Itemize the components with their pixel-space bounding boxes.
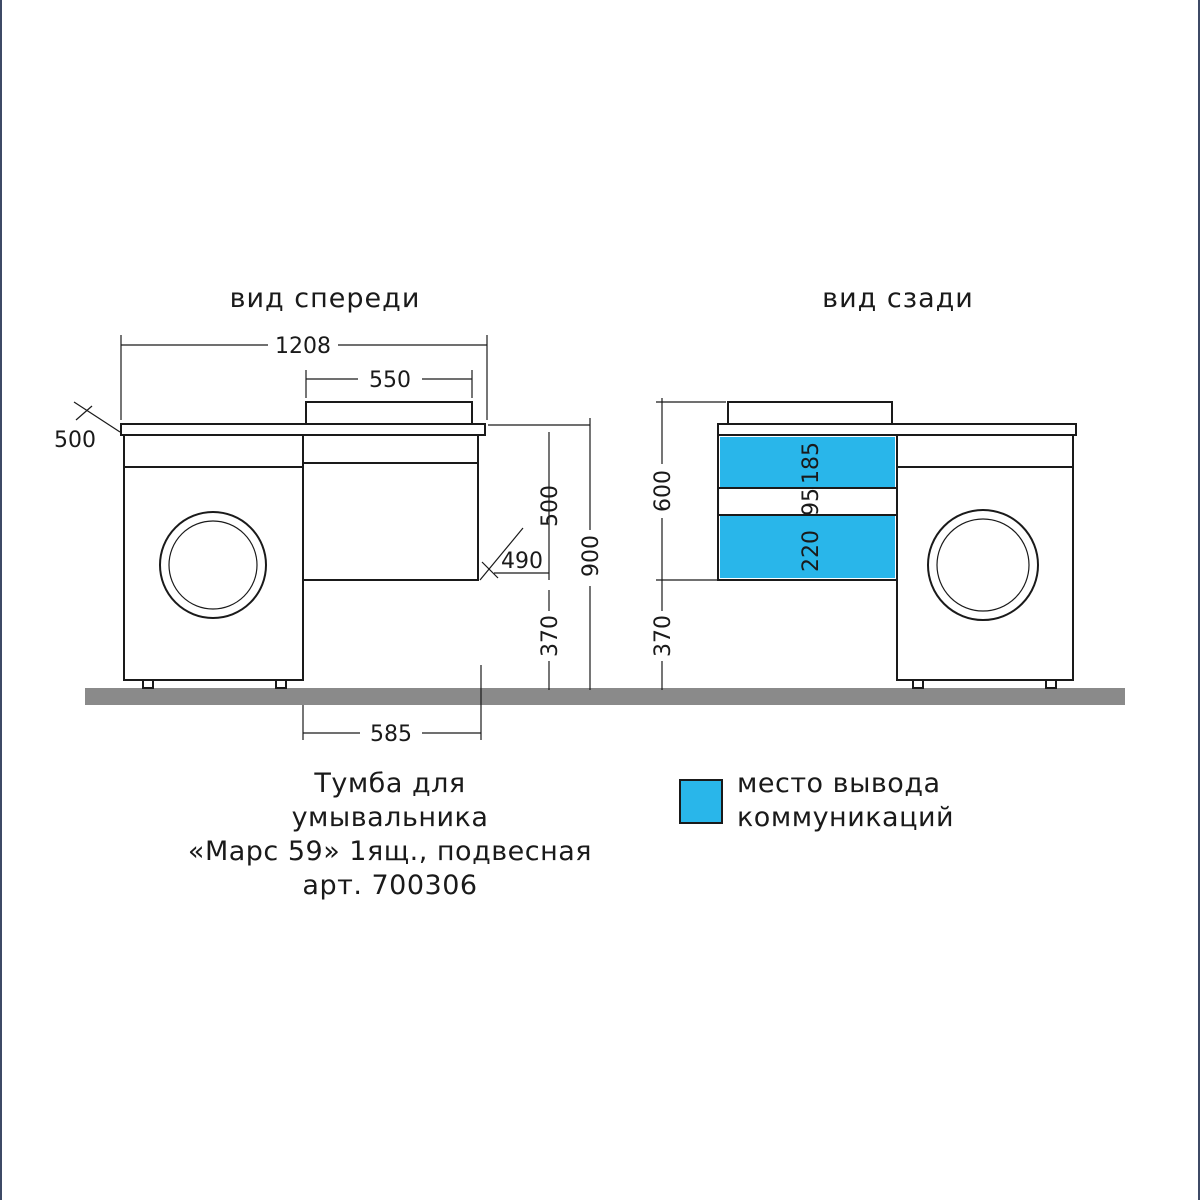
back-machine-foot-right: [1045, 679, 1057, 689]
front-machine-door-inner: [168, 520, 258, 610]
dim-label-1208: 1208: [275, 334, 331, 359]
dim-label-500-height: 500: [538, 485, 563, 527]
dim-line-500-depth: [73, 401, 121, 433]
back-washing-machine: [896, 434, 1074, 681]
front-machine-foot-right: [275, 679, 287, 689]
back-countertop: [717, 423, 1077, 436]
dim-label-585: 585: [370, 722, 412, 747]
back-zone-top-highlight: [720, 437, 895, 487]
dim-label-370-front: 370: [538, 615, 563, 657]
front-view-title: вид спереди: [230, 283, 421, 314]
front-washing-machine: [123, 434, 304, 681]
back-machine-door-outer: [927, 509, 1039, 621]
dim-label-185: 185: [799, 442, 824, 484]
back-machine-foot-left: [912, 679, 924, 689]
legend-swatch: [679, 779, 723, 824]
caption-line-1: Тумба для: [313, 768, 465, 799]
legend: место вывода коммуникаций: [679, 768, 954, 833]
dim-label-490-depth: 490: [501, 549, 543, 574]
caption-line-2: умывальника: [292, 802, 489, 833]
dim-label-550: 550: [369, 368, 411, 393]
product-caption: Тумба для умывальника «Марс 59» 1ящ., по…: [188, 768, 592, 901]
dim-line-490-depth: [479, 527, 524, 581]
caption-line-3: «Марс 59» 1ящ., подвесная: [188, 836, 592, 867]
caption-line-4: арт. 700306: [302, 870, 477, 901]
back-sink-top: [727, 401, 893, 425]
front-countertop: [120, 423, 486, 436]
dim-label-370-back: 370: [651, 615, 676, 657]
front-machine-door-outer: [159, 511, 267, 619]
back-zone-bottom-highlight: [720, 516, 895, 578]
dim-label-220: 220: [799, 530, 824, 572]
dim-label-600: 600: [651, 470, 676, 512]
legend-label-line-2: коммуникаций: [737, 802, 954, 833]
front-machine-foot-left: [142, 679, 154, 689]
legend-label-line-1: место вывода: [737, 768, 941, 799]
front-sink-top: [305, 401, 473, 425]
back-machine-door-inner: [936, 518, 1030, 612]
front-hanging-cabinet: [302, 434, 479, 581]
dim-label-500-depth: 500: [54, 428, 96, 453]
back-view: 185 95 220 600 370: [649, 398, 1077, 690]
dim-label-95: 95: [799, 488, 824, 516]
front-view: 1208 550 500 490 500 900 370 585: [54, 332, 604, 747]
floor-bar: [85, 688, 1125, 705]
dim-label-900: 900: [579, 535, 604, 577]
back-view-title: вид сзади: [822, 283, 974, 314]
